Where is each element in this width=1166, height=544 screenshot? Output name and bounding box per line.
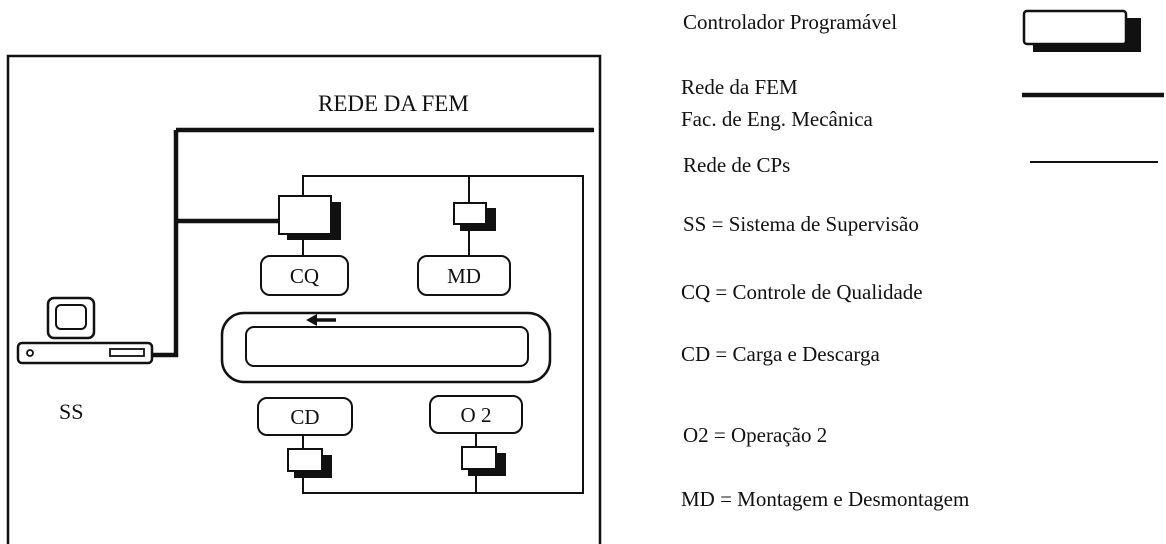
legend-plc: Controlador Programável bbox=[683, 10, 898, 34]
station-cd-label: CD bbox=[290, 405, 319, 429]
station-md bbox=[417, 255, 511, 296]
legend-cq: CQ = Controle de Qualidade bbox=[681, 280, 923, 304]
station-cq bbox=[260, 255, 349, 296]
plc-icon-md bbox=[453, 202, 496, 231]
legend-plc-symbol-icon bbox=[1022, 9, 1141, 52]
legend-fem-line1: Rede da FEM bbox=[681, 75, 798, 99]
legend-md: MD = Montagem e Desmontagem bbox=[681, 487, 970, 511]
station-o2-label: O 2 bbox=[461, 403, 492, 427]
plc-icon-o2 bbox=[461, 446, 506, 476]
supervision-computer-icon bbox=[16, 296, 154, 365]
station-cq-label: CQ bbox=[290, 264, 319, 288]
fem-network-line bbox=[150, 127, 594, 358]
station-cd bbox=[257, 397, 353, 436]
supervision-label: SS bbox=[59, 399, 83, 424]
legend-ss: SS = Sistema de Supervisão bbox=[683, 212, 919, 236]
legend-cd: CD = Carga e Descarga bbox=[681, 342, 880, 366]
station-md-label: MD bbox=[447, 264, 481, 288]
legend-cp-network: Rede de CPs bbox=[683, 153, 791, 177]
conveyor-direction-arrow-icon bbox=[306, 314, 336, 326]
network-title: REDE DA FEM bbox=[318, 91, 469, 116]
diagram-frame bbox=[6, 54, 602, 544]
legend-fem-line2: Fac. de Eng. Mecânica bbox=[681, 107, 873, 131]
plc-icon-cd bbox=[287, 448, 332, 478]
cp-network-line bbox=[302, 175, 584, 494]
plc-icon-main bbox=[278, 195, 341, 240]
conveyor bbox=[220, 311, 552, 384]
legend-o2: O2 = Operação 2 bbox=[683, 423, 828, 447]
